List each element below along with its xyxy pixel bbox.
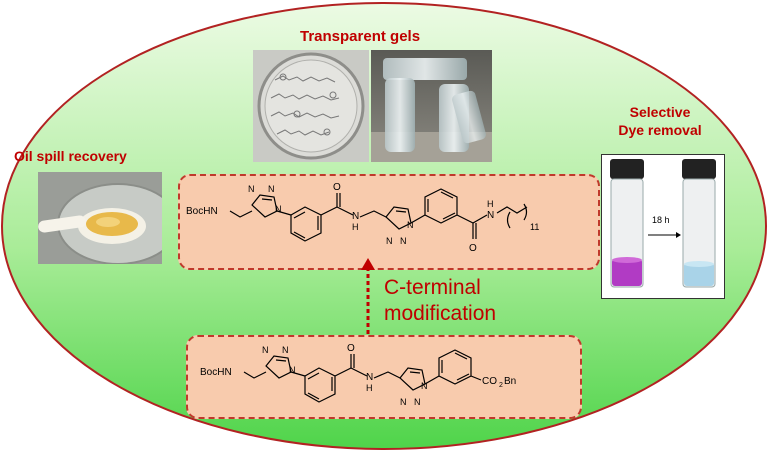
top-triazole1-n2: N	[268, 184, 275, 194]
transparent-gels-title: Transparent gels	[300, 28, 421, 45]
top-triazole2-n1: N	[407, 220, 414, 230]
top-triazole1-n1: N	[248, 184, 255, 194]
top-amide2-hydrogen: H	[487, 199, 494, 209]
top-boc-label: BocHN	[186, 206, 218, 217]
bottom-triazole2-n1: N	[421, 381, 428, 391]
oil-spill-title: Oil spill recovery	[14, 148, 127, 164]
modification-label: modification	[384, 302, 497, 325]
modification-arrow	[361, 258, 375, 334]
top-triazole1-n3: N	[275, 204, 282, 214]
bottom-ester-subscript: 2	[499, 382, 503, 389]
gel-cylinders-photo	[371, 50, 492, 162]
top-amide2-nitrogen: N	[487, 210, 494, 221]
petri-dish-photo	[253, 50, 369, 162]
bottom-boc-label: BocHN	[200, 367, 232, 378]
bottom-ester-co: CO	[482, 376, 497, 387]
dye-removal-title: Dye removal	[618, 122, 702, 138]
bottom-amide-nitrogen: N	[366, 372, 373, 383]
top-chain-subscript: 11	[530, 222, 539, 232]
dye-vials-panel: 18 h	[601, 154, 725, 299]
time-label: 18 h	[652, 215, 670, 225]
top-molecule-box	[178, 174, 600, 270]
bottom-ester-bn: Bn	[504, 376, 516, 387]
selective-title: Selective	[629, 104, 691, 120]
bottom-triazole1-n1: N	[262, 345, 269, 355]
top-triazole2-n3: N	[400, 236, 407, 246]
top-triazole2-n2: N	[386, 236, 393, 246]
bottom-triazole1-n3: N	[289, 365, 296, 375]
bottom-triazole1-n2: N	[282, 345, 289, 355]
c-terminal-label: C-terminal	[384, 276, 481, 299]
bottom-amide-oxygen: O	[347, 343, 355, 354]
top-amide1-oxygen: O	[333, 182, 341, 193]
top-amide2-oxygen: O	[469, 243, 477, 254]
bottom-amide-hydrogen: H	[366, 383, 373, 393]
bottom-triazole2-n3: N	[414, 397, 421, 407]
bottom-triazole2-n2: N	[400, 397, 407, 407]
oil-spill-photo	[38, 172, 162, 264]
top-amide1-hydrogen: H	[352, 222, 359, 232]
top-amide1-nitrogen: N	[352, 211, 359, 222]
